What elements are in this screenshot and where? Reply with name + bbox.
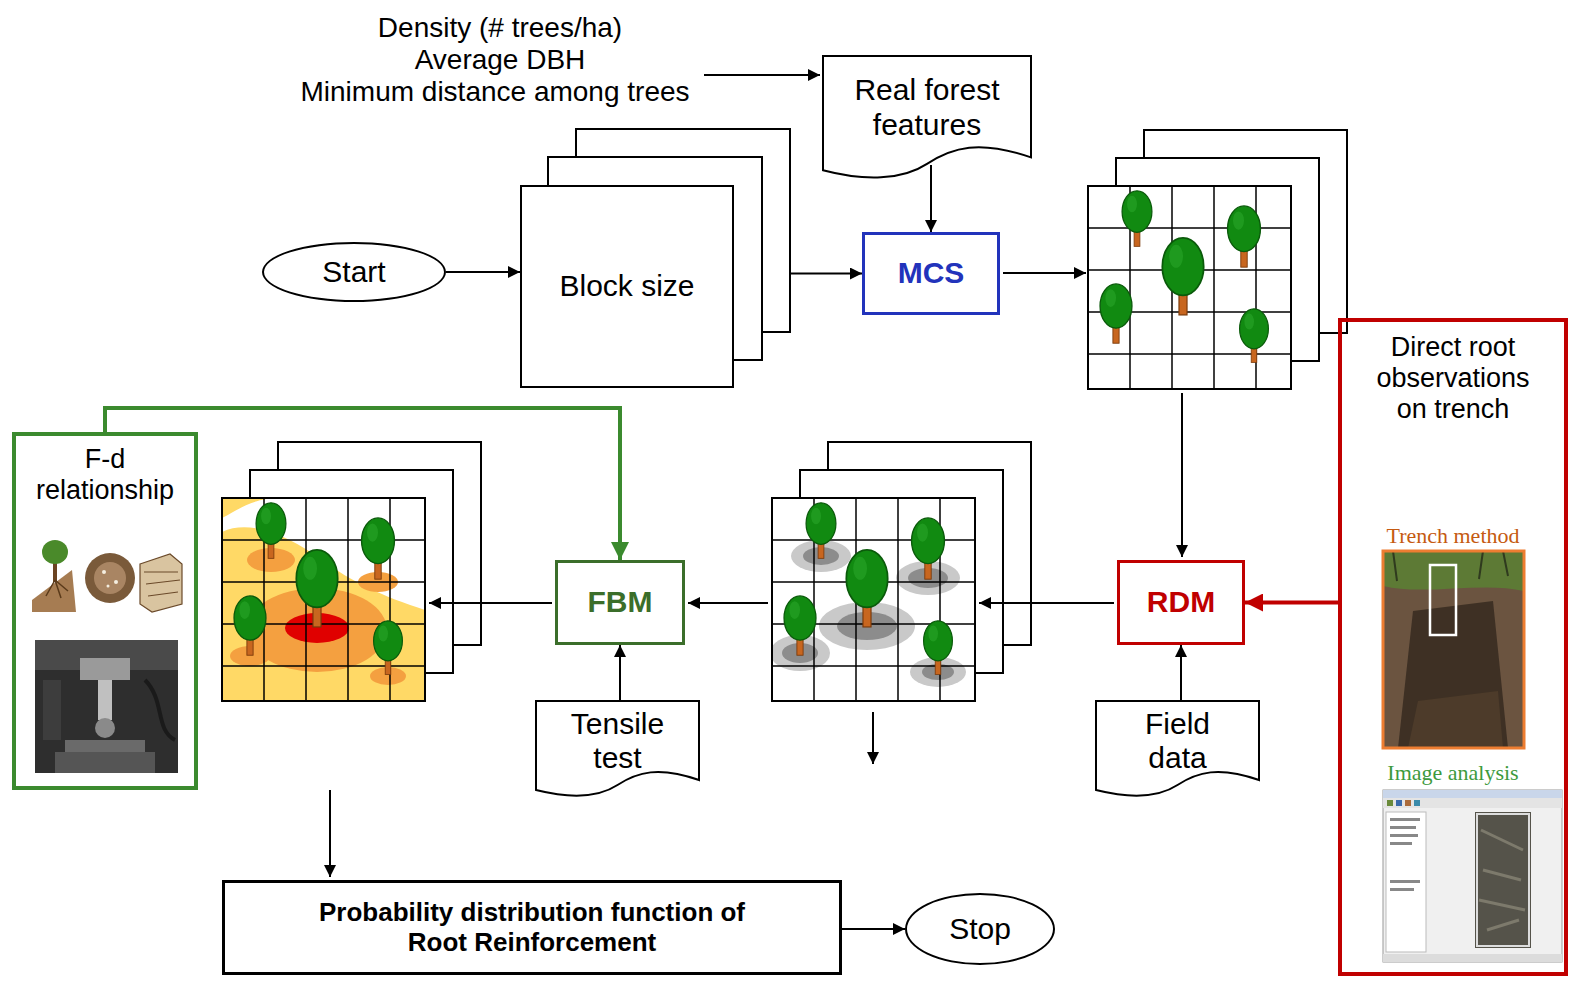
process-box: FBM	[555, 560, 685, 645]
node-label: Block size	[559, 269, 694, 304]
node-label: RDM	[1147, 585, 1215, 620]
photo-frame	[1383, 551, 1524, 748]
node-label: Stop	[949, 912, 1011, 947]
node-label: MCS	[898, 256, 965, 291]
node-label: Tensile test	[558, 707, 678, 776]
flow-connector	[619, 645, 621, 700]
root-reinforcement-stack	[222, 442, 481, 701]
flow-connector	[446, 271, 520, 273]
panel-caption: Trench method	[1342, 523, 1564, 548]
document-outline-path	[823, 56, 1031, 177]
flow-connector	[930, 165, 932, 232]
document-outline-path	[1096, 701, 1259, 795]
flow-connector	[105, 408, 620, 560]
tensile-machine-photo	[35, 640, 178, 773]
node-label: Probability distribution function of Roo…	[290, 898, 775, 958]
start-terminator: Start	[262, 242, 446, 302]
software-screenshot	[1383, 790, 1562, 962]
document-shape: Field data	[1095, 700, 1260, 800]
parameter-label: Minimum distance among trees	[300, 76, 689, 108]
flow-connector	[842, 928, 905, 930]
panel-heading: F-d relationship	[25, 444, 185, 506]
observation-panel: Direct root observations on trenchTrench…	[1338, 318, 1568, 976]
flow-connector	[1180, 645, 1182, 700]
parameter-label: Density (# trees/ha)	[378, 12, 622, 44]
flow-connector	[1245, 601, 1338, 605]
root-distribution-stack	[770, 442, 1031, 701]
trench-photo	[1383, 551, 1524, 748]
node-label: Field data	[1118, 707, 1238, 776]
stop-terminator: Stop	[905, 893, 1055, 965]
process-box: MCS	[862, 232, 1000, 315]
document-shape: Tensile test	[535, 700, 700, 800]
root-sketch	[32, 528, 182, 612]
input-panel: F-d relationship	[12, 432, 198, 790]
document-shape: Real forest features	[822, 55, 1032, 183]
output-box: Probability distribution function of Roo…	[222, 880, 842, 975]
flow-arrows	[330, 75, 1182, 877]
panel-caption: Image analysis	[1342, 760, 1564, 785]
stacked-page-box: Block size	[520, 185, 734, 388]
flow-connector	[790, 273, 862, 275]
node-label: Real forest features	[837, 73, 1017, 142]
parameter-label: Average DBH	[415, 44, 586, 76]
process-box: RDM	[1117, 560, 1245, 645]
panel-heading: Direct root observations on trench	[1368, 332, 1538, 425]
forest-grid-stack	[1088, 130, 1347, 389]
node-label: FBM	[588, 585, 653, 620]
node-label: Start	[322, 255, 385, 290]
document-outline-path	[536, 701, 699, 795]
